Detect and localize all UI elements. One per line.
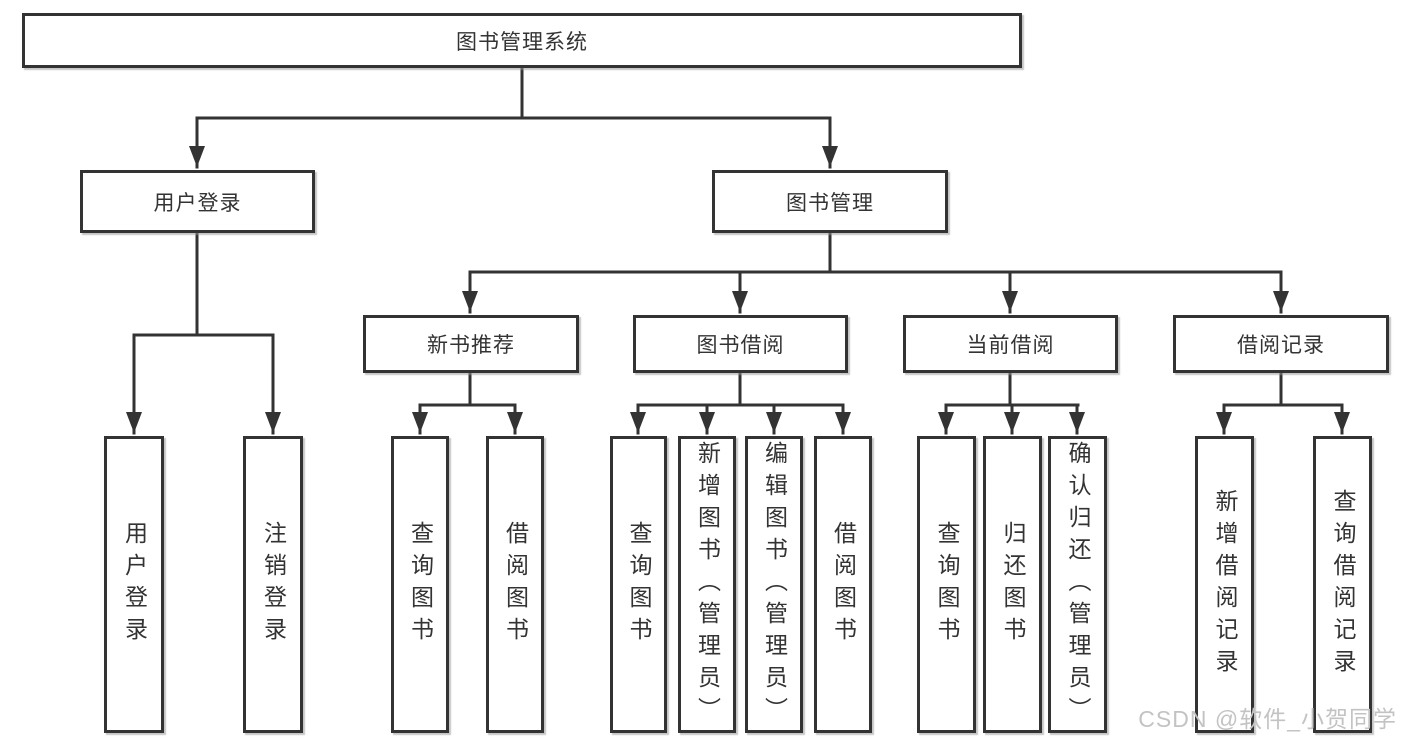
node-book-borrowing: 图书借阅 xyxy=(633,315,848,373)
node-book-management: 图书管理 xyxy=(712,170,948,233)
node-query-book-borrow: 查询图书 xyxy=(610,436,667,733)
node-label: 查询借阅记录 xyxy=(1330,488,1356,681)
node-label: 注销登录 xyxy=(260,520,287,649)
node-new-book-recommendation: 新书推荐 xyxy=(363,315,579,373)
node-label: 查询图书 xyxy=(626,520,652,649)
node-current-borrowing: 当前借阅 xyxy=(903,315,1118,373)
node-return-book: 归还图书 xyxy=(983,436,1042,733)
node-label: 用户登录 xyxy=(121,520,148,649)
node-label: 新增借阅记录 xyxy=(1212,488,1238,681)
node-library-management-system: 图书管理系统 xyxy=(22,13,1022,68)
node-add-book-admin: 新增图书（管理员） xyxy=(678,436,736,733)
node-borrowing-records: 借阅记录 xyxy=(1173,315,1389,373)
node-query-book-recommend: 查询图书 xyxy=(391,436,449,733)
node-label: 确认归还（管理员） xyxy=(1065,440,1091,729)
node-label: 借阅图书 xyxy=(830,520,857,649)
node-user-login-action: 用户登录 xyxy=(104,436,164,733)
node-query-borrow-record: 查询借阅记录 xyxy=(1313,436,1372,733)
node-borrow-book-recommend: 借阅图书 xyxy=(486,436,544,733)
watermark-text: CSDN @软件_小贺同学 xyxy=(1138,706,1397,732)
node-query-book-current: 查询图书 xyxy=(917,436,976,733)
node-user-login: 用户登录 xyxy=(80,170,315,233)
node-label: 新增图书（管理员） xyxy=(694,440,721,729)
node-label: 借阅图书 xyxy=(502,520,529,649)
node-label: 编辑图书（管理员） xyxy=(761,440,788,729)
connector-arrows xyxy=(126,116,1350,435)
node-edit-book-admin: 编辑图书（管理员） xyxy=(745,436,803,733)
node-borrow-book: 借阅图书 xyxy=(814,436,872,733)
node-add-borrow-record: 新增借阅记录 xyxy=(1195,436,1254,733)
node-logout: 注销登录 xyxy=(243,436,303,733)
node-confirm-return-admin: 确认归还（管理员） xyxy=(1048,436,1107,733)
node-label: 查询图书 xyxy=(934,520,960,649)
connector-rails xyxy=(132,66,1344,407)
node-label: 查询图书 xyxy=(407,520,434,649)
node-label: 归还图书 xyxy=(1000,520,1026,649)
